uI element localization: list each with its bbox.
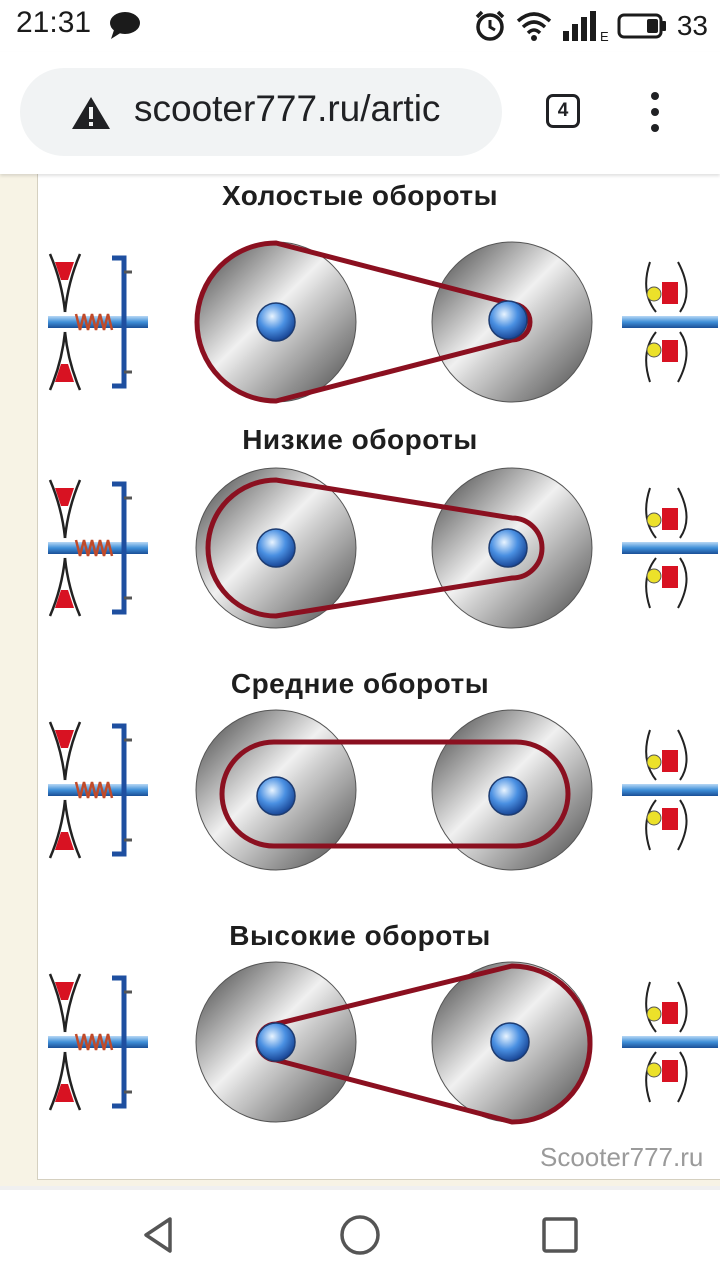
network-type-label: E — [600, 29, 609, 43]
stage-low — [48, 467, 719, 629]
status-time: 21:31 — [16, 6, 92, 39]
stage-title-low: Низкие обороты — [242, 424, 478, 455]
wifi-icon — [516, 12, 551, 41]
stage-title-medium: Средние обороты — [230, 668, 490, 699]
battery-level: 33 — [676, 10, 708, 41]
back-icon — [144, 1217, 172, 1253]
watermark: Scooter777.ru — [540, 1142, 704, 1172]
browser-toolbar: scooter777.ru/artic 4 — [0, 52, 720, 174]
recents-icon — [542, 1217, 578, 1253]
divider — [0, 1186, 720, 1190]
status-bar: 21:31 E 33 — [0, 0, 720, 52]
url-text[interactable]: scooter777.ru/artic — [134, 88, 441, 129]
more-vert-icon[interactable] — [640, 90, 670, 134]
stage-idle — [48, 240, 719, 404]
address-bar[interactable]: scooter777.ru/artic — [20, 68, 502, 156]
tab-switcher-button[interactable]: 4 — [546, 94, 580, 128]
home-icon — [340, 1215, 380, 1255]
page-content[interactable] — [0, 174, 720, 1186]
warning-icon[interactable] — [70, 95, 112, 131]
message-icon — [110, 12, 140, 39]
stage-high — [48, 961, 719, 1125]
system-nav-bar — [0, 1190, 720, 1280]
alarm-icon — [475, 10, 505, 41]
signal-icon: E — [562, 11, 609, 43]
article-image — [37, 174, 720, 1180]
stage-title-high: Высокие обороты — [229, 920, 491, 951]
recents-button[interactable] — [520, 1190, 600, 1280]
stage-medium — [48, 709, 719, 871]
status-icons: E 33 — [465, 6, 708, 46]
back-button[interactable] — [120, 1190, 200, 1280]
battery-icon — [617, 13, 666, 39]
home-button[interactable] — [320, 1190, 400, 1280]
stage-title-idle: Холостые обороты — [221, 180, 499, 211]
